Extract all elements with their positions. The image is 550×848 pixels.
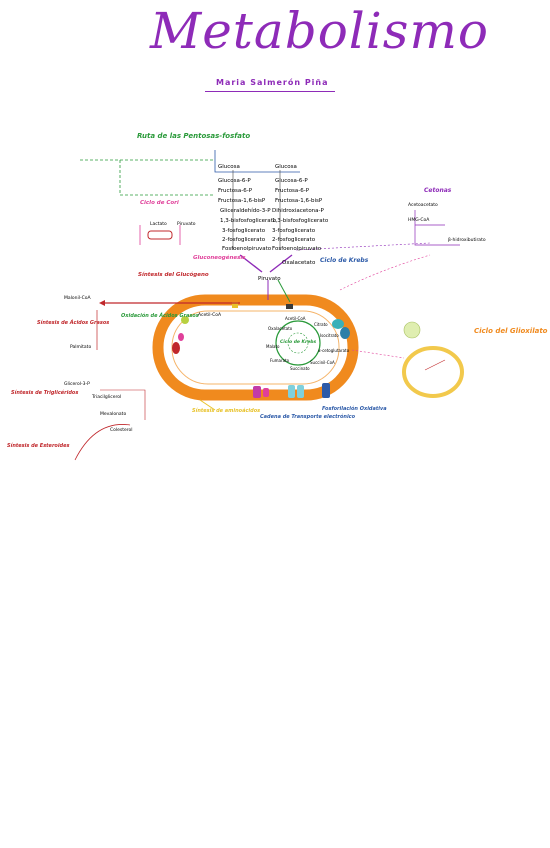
transporter-teal-1 <box>332 319 344 329</box>
side-label: Mevalonato <box>100 412 127 417</box>
fatty-acid-arrowhead <box>99 300 105 306</box>
transporter-lime <box>181 316 189 324</box>
krebs-label: Succinato <box>290 366 310 371</box>
transporter-pink <box>178 333 184 341</box>
steroid-pathway <box>74 424 131 461</box>
krebs-label: Oxalacetato <box>268 326 293 331</box>
side-label: Triacilglicerol <box>92 395 122 400</box>
pyruvate-arrow-right <box>269 254 293 273</box>
side-label: HMG-CoA <box>408 218 430 223</box>
heading-triglycerides: Síntesis de Triglicéridos <box>11 390 79 396</box>
etc-complex-ii <box>263 388 269 397</box>
etc-complex-iii <box>288 385 295 398</box>
side-label: Glicerol-3-P <box>64 382 90 387</box>
heading-atp: Fosforilación Oxidativa <box>322 406 387 412</box>
transporter-teal-2 <box>340 327 350 339</box>
glycolysis-step: 2-fosfoglicerato <box>222 237 266 243</box>
side-label: Acetoacetato <box>408 203 438 208</box>
glyoxylate-path <box>424 359 446 371</box>
glycolysis-step: Fructosa-6-P <box>218 188 253 194</box>
glycolysis-step: Gliceraldehído-3-P <box>220 208 271 214</box>
heading-aminoacid: Síntesis de aminoácidos <box>192 408 261 414</box>
side-label: Acetil-CoA <box>198 313 222 318</box>
triglyceride-pathway <box>100 389 146 420</box>
gluconeo-step: Dihidroxiacetona-P <box>272 208 324 214</box>
heading-cori: Ciclo de Cori <box>140 200 179 206</box>
krebs-label: Fumarato <box>270 358 290 363</box>
pyruvate-arrow-left <box>239 254 263 273</box>
side-label: Palmitato <box>70 345 92 350</box>
gluconeo-step: Fructosa-6-P <box>275 188 310 194</box>
side-label: β-hidroxibutirato <box>448 238 486 243</box>
author-name: Maria Salmerón Piña <box>216 78 329 87</box>
glyoxysome <box>403 321 421 339</box>
krebs-label: Succinil-CoA <box>310 360 335 365</box>
krebs-label: Acetil-CoA <box>285 316 306 321</box>
gluconeo-step: Fosfoenolpiruvato <box>272 246 322 252</box>
gluconeo-step: 2-fosfoglicerato <box>272 237 316 243</box>
krebs-to-ketone <box>339 254 431 291</box>
etc-complex-i <box>253 386 261 398</box>
heading-steroids: Síntesis de Esteroides <box>7 443 70 449</box>
heading-gluconeogenesis: Gluconeogénesis <box>193 255 246 261</box>
glycolysis-step: 3-fosfoglicerato <box>222 228 266 234</box>
ketone-pathway <box>414 210 460 246</box>
gluconeo-step: Oxalacetato <box>282 260 316 266</box>
etc-complex-iv <box>297 385 304 398</box>
atp-synthase <box>322 383 330 398</box>
cori-arrows <box>139 225 181 245</box>
pentose-route <box>80 159 215 196</box>
glycolysis-step: Glucosa <box>218 164 240 170</box>
mitochondrion-inner-membrane <box>171 310 340 385</box>
glyoxylate-link <box>351 349 405 359</box>
glycolysis-step: Fructosa-1,6-bisP <box>218 198 266 204</box>
krebs-inner-cycle <box>287 332 309 354</box>
gluconeo-step: 1,3-bisfosfoglicerato <box>272 218 329 224</box>
side-label: Malonil-CoA <box>64 296 91 301</box>
glycolysis-step: Glucosa-6-P <box>218 178 251 184</box>
glyoxylate-cycle <box>402 346 464 398</box>
heading-glyoxylate: Ciclo del Glioxilato <box>474 327 548 335</box>
author-underline <box>205 91 335 92</box>
side-label: Colesterol <box>110 428 133 433</box>
heading-pentose: Ruta de las Pentosas-fosfato <box>137 132 251 140</box>
krebs-label: α-cetoglutarato <box>318 348 350 353</box>
glycolysis-step: Piruvato <box>258 276 281 282</box>
krebs-link-arrow <box>277 279 291 303</box>
heading-glycogen: Síntesis del Glucógeno <box>138 272 209 278</box>
heading-fatty-synthesis: Síntesis de Ácidos Grasos <box>37 320 110 326</box>
heading-krebs: Ciclo de Krebs <box>320 257 369 264</box>
glucose-branch <box>214 150 300 173</box>
aminoacid-path <box>199 399 216 411</box>
gluconeo-step: Glucosa-6-P <box>275 178 308 184</box>
transporter-yellow <box>232 302 238 308</box>
gluconeo-step: Glucosa <box>275 164 297 170</box>
transporter-red <box>172 342 180 354</box>
gluconeo-step: Fructosa-1,6-bisP <box>275 198 323 204</box>
side-label: Piruvato <box>177 222 196 227</box>
heading-etc: Cadena de Transporte electrónico <box>260 414 356 420</box>
krebs-label: Isocitrato <box>320 333 339 338</box>
gluconeo-step: 3-fosfoglicerato <box>272 228 316 234</box>
heading-krebs-inner: Ciclo de Krebs <box>280 340 317 345</box>
glycolysis-step: Fosfoenolpiruvato <box>222 246 272 252</box>
heading-ketones: Cetonas <box>424 187 452 194</box>
side-label: Lactato <box>150 222 167 227</box>
transporter-dark <box>286 304 293 309</box>
krebs-cycle <box>275 320 321 366</box>
cori-muscle <box>147 230 173 240</box>
krebs-label: Malato <box>266 344 280 349</box>
krebs-label: Citrato <box>314 322 328 327</box>
heading-beta-oxidation: Oxidación de Ácidos Grasos <box>121 313 199 319</box>
glycolysis-step: 1,3-bisfosfoglicerato <box>220 218 277 224</box>
